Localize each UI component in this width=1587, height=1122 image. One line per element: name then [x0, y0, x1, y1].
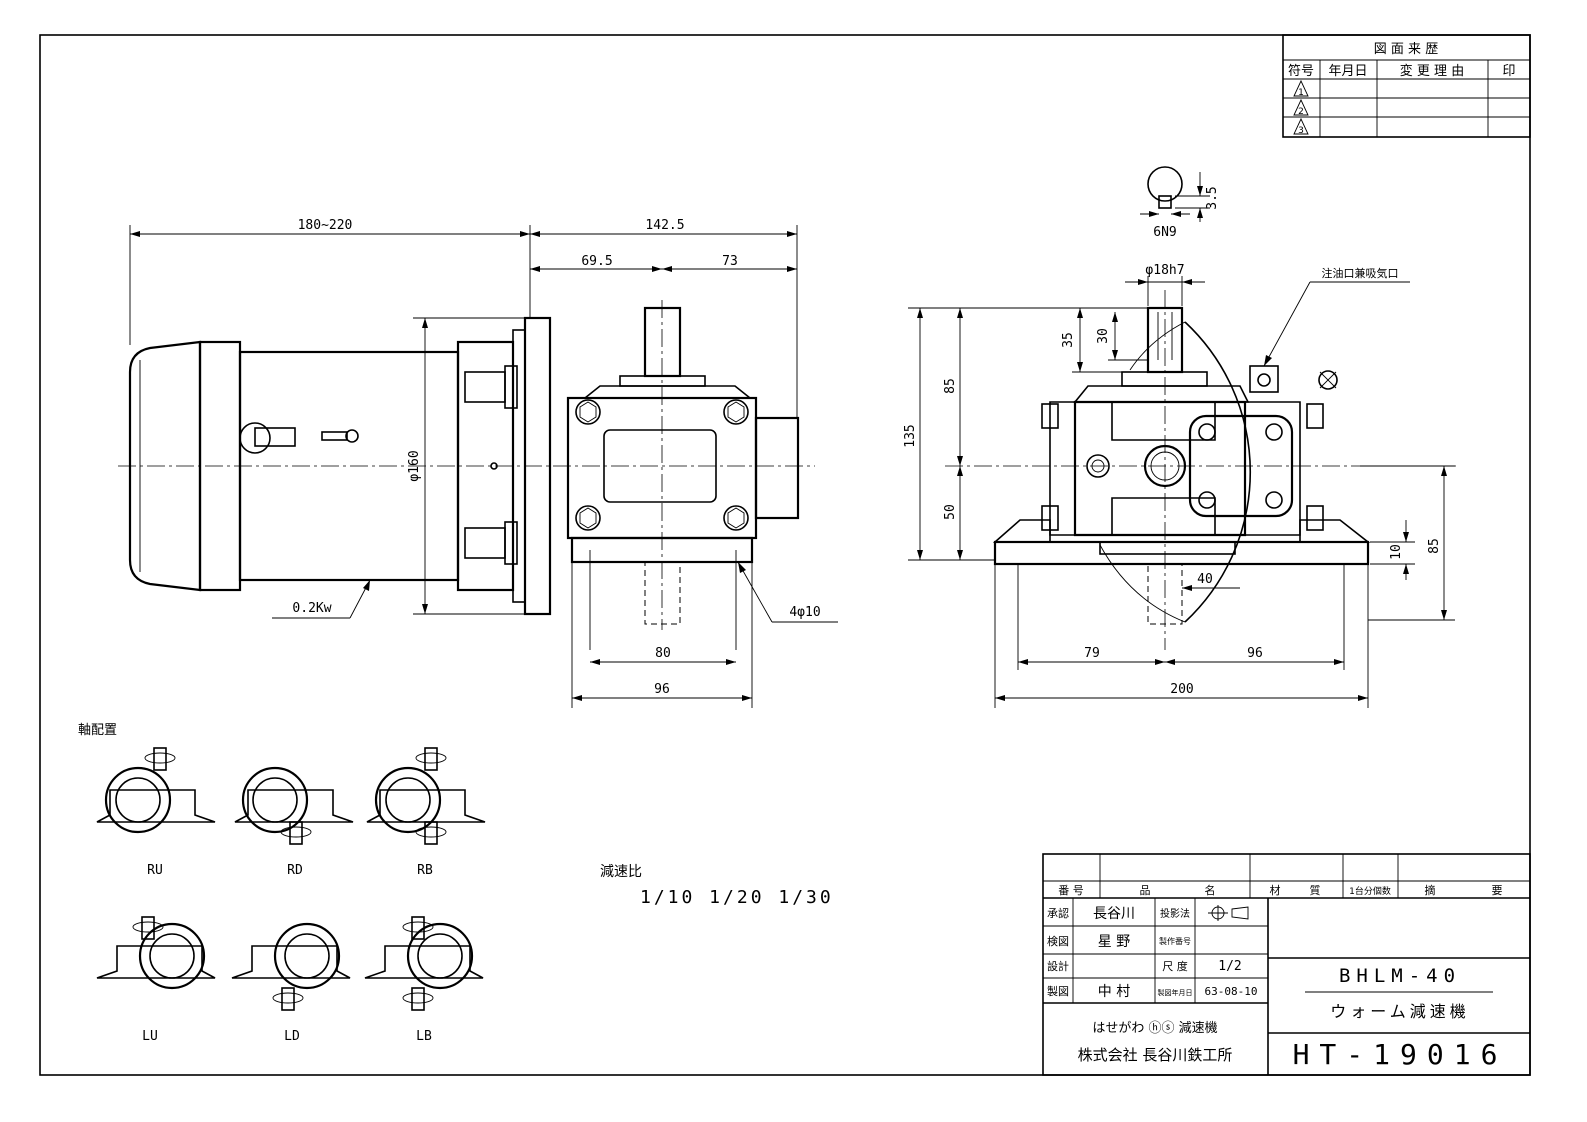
tb-drawn-name: 中 村	[1098, 984, 1130, 1000]
rev-header-reason: 変 更 理 由	[1400, 63, 1464, 79]
reduction-title: 減速比	[600, 863, 642, 880]
front-dimensions: 180~220 142.5 69.5 73 φ160 0.2Kw 4φ10	[129, 218, 838, 708]
output-shaft	[643, 306, 682, 378]
dim-key-width: 6N9	[1153, 225, 1176, 240]
dim-side-40: 40	[1197, 572, 1213, 587]
dim-side-96: 96	[1247, 646, 1263, 661]
tb-scale-label: 尺 度	[1162, 959, 1188, 973]
tb-header-item: 品	[1140, 884, 1151, 897]
dim-shaft-30: 30	[1096, 328, 1111, 344]
arrangement-label-lu: LU	[142, 1029, 158, 1044]
side-view	[945, 166, 1460, 650]
dim-base-outer: 96	[654, 682, 670, 697]
arrangement-lb	[364, 916, 484, 1011]
wheel-bore	[1143, 444, 1187, 488]
dim-gear-overall: 142.5	[645, 218, 684, 233]
dim-shaft-dia: φ18h7	[1145, 263, 1184, 278]
front-view	[118, 300, 815, 650]
dim-shaft-35: 35	[1061, 332, 1076, 348]
rev-header-symbol: 符号	[1288, 63, 1314, 79]
tb-part-no-label: 製作番号	[1159, 936, 1191, 946]
gearbox-base	[570, 536, 754, 564]
tb-model: BHLM-40	[1339, 965, 1461, 987]
arrangement-label-lb: LB	[416, 1029, 432, 1044]
side-base	[993, 540, 1370, 566]
rev-symbol-2: 2	[1298, 107, 1304, 117]
dim-side-200: 200	[1170, 682, 1193, 697]
side-cover	[1188, 414, 1294, 518]
tb-projection-label: 投影法	[1160, 907, 1190, 920]
dim-gear-left: 69.5	[581, 254, 612, 269]
oil-port	[1249, 365, 1279, 393]
arrangement-label-rb: RB	[417, 863, 433, 878]
tb-header-notes: 要	[1492, 884, 1503, 897]
tb-header-material: 材	[1270, 883, 1281, 897]
tb-brand: はせがわ ⓗⓢ 減速機	[1092, 1020, 1217, 1036]
terminal-box	[239, 422, 271, 454]
tb-approved-name: 長谷川	[1093, 906, 1135, 922]
tb-date-label: 製図年月日	[1158, 988, 1193, 997]
tb-drawing-no: HT-19016	[1293, 1038, 1508, 1071]
tb-company: 株式会社 長谷川鉄工所	[1078, 1046, 1233, 1064]
tb-header-remarks: 摘	[1425, 883, 1436, 897]
dim-side-10: 10	[1389, 544, 1404, 560]
dim-gear-right: 73	[722, 254, 738, 269]
tb-header-name: 名	[1205, 883, 1216, 897]
arrangement-ru	[96, 747, 216, 834]
arrangement-lu	[96, 916, 216, 990]
motor-end-cap	[128, 340, 202, 592]
rev-symbol-1: 1	[1298, 88, 1304, 98]
label-motor-power: 0.2Kw	[292, 601, 331, 616]
revision-title: 図 面 来 歴	[1374, 42, 1438, 57]
title-block: 番 号 品 名 材 質 1台分個数 摘 要 承認 長谷川 検図 星 野 設計 製…	[1042, 853, 1531, 1076]
dim-side-79: 79	[1084, 646, 1100, 661]
label-holes: 4φ10	[789, 605, 820, 620]
tb-header-qty: 1台分個数	[1349, 885, 1391, 897]
tb-checked-label: 検図	[1047, 934, 1069, 948]
dim-height-lower: 50	[943, 504, 958, 520]
dim-height-upper: 85	[943, 378, 958, 394]
motor-flange	[523, 316, 552, 616]
side-shaft	[1146, 306, 1184, 374]
inspection-cover	[603, 429, 717, 503]
projection-symbol-icon	[1208, 905, 1249, 921]
dim-base-inner: 80	[655, 646, 671, 661]
drawing-border	[39, 34, 1531, 1076]
reduction-values: 1/10 1/20 1/30	[640, 887, 834, 908]
rev-header-seal: 印	[1502, 64, 1515, 79]
arrangement-label-ld: LD	[284, 1029, 300, 1044]
rev-triangle-1	[1293, 79, 1309, 97]
tb-drawn-label: 製図	[1047, 984, 1069, 998]
tb-header-number: 番 号	[1058, 884, 1084, 897]
side-dimensions: 3.5 6N9 φ18h7 135 85 50 35	[903, 172, 1455, 708]
shaft-arrangement-title: 軸配置	[78, 723, 117, 738]
arrangement-rd	[234, 766, 354, 845]
key-detail	[1147, 166, 1183, 202]
tb-design-label: 設計	[1047, 959, 1069, 973]
dim-motor-dia: φ160	[407, 450, 422, 481]
rev-triangle-2	[1293, 98, 1309, 116]
dim-height-total: 135	[903, 424, 918, 447]
revision-table: 図 面 来 歴 符号 年月日 変 更 理 由 印 1 2 3	[1282, 34, 1531, 138]
rev-symbol-3: 3	[1298, 126, 1304, 136]
label-oil-port: 注油口兼吸気口	[1322, 266, 1399, 280]
arrangement-ld	[231, 922, 351, 1011]
tb-scale-value: 1/2	[1218, 959, 1241, 974]
rev-header-date: 年月日	[1328, 64, 1367, 79]
tb-header-quality: 質	[1310, 883, 1321, 897]
dim-motor-length: 180~220	[298, 218, 353, 233]
arrangement-label-ru: RU	[147, 863, 163, 878]
rev-triangle-3	[1293, 117, 1309, 135]
tb-checked-name: 星 野	[1098, 934, 1130, 950]
dim-key-depth: 3.5	[1205, 186, 1220, 209]
tb-approved-label: 承認	[1047, 906, 1069, 920]
tb-date-value: 63-08-10	[1205, 985, 1258, 998]
tb-product: ウォーム減速機	[1330, 1002, 1470, 1021]
arrangement-label-rd: RD	[287, 863, 303, 878]
dim-side-85: 85	[1427, 538, 1442, 554]
arrangement-rb	[366, 747, 486, 845]
